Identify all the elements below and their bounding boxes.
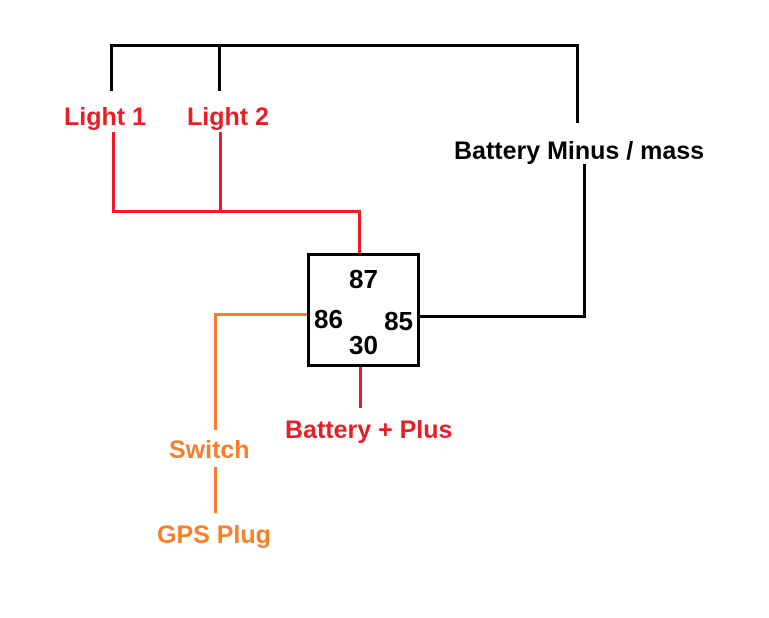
label-gps-plug: GPS Plug	[157, 521, 271, 549]
wire-red-lights-bus	[112, 210, 361, 213]
wire-black-stub-light2	[218, 44, 221, 91]
wire-red-to-battery-plus	[359, 361, 362, 408]
wire-black-stub-light1	[110, 44, 113, 91]
wire-red-light2-vertical	[219, 132, 222, 213]
wire-orange-to-terminal-86	[214, 313, 307, 316]
relay-terminal-87: 87	[349, 264, 378, 294]
relay-terminal-86: 86	[314, 304, 343, 334]
wire-black-top-bus	[110, 44, 579, 47]
label-light2: Light 2	[187, 103, 269, 131]
relay-terminal-30: 30	[349, 330, 378, 360]
wire-black-to-terminal-85	[414, 315, 586, 318]
label-light1: Light 1	[64, 103, 146, 131]
relay-box: 87 86 85 30	[307, 253, 420, 367]
label-battery-plus: Battery + Plus	[285, 416, 453, 444]
wire-red-light1-vertical	[112, 132, 115, 213]
wire-orange-gps-vertical	[214, 467, 217, 513]
wire-red-to-terminal-87	[358, 210, 361, 253]
label-switch: Switch	[169, 436, 250, 464]
wire-orange-switch-vertical	[214, 313, 217, 430]
wire-black-stub-battery-minus	[576, 44, 579, 123]
wire-black-battery-minus-vertical	[583, 164, 586, 318]
label-battery-minus: Battery Minus / mass	[454, 137, 705, 165]
relay-terminal-85: 85	[384, 306, 413, 336]
